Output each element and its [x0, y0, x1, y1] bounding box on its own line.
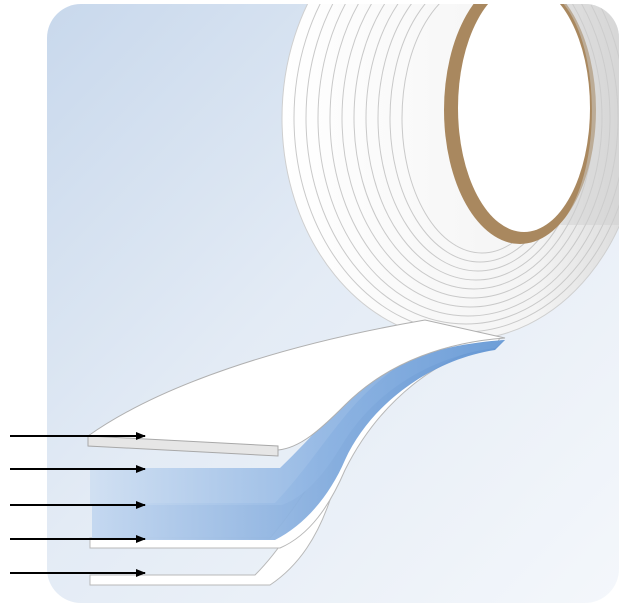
tape-layers-diagram: [0, 0, 625, 607]
